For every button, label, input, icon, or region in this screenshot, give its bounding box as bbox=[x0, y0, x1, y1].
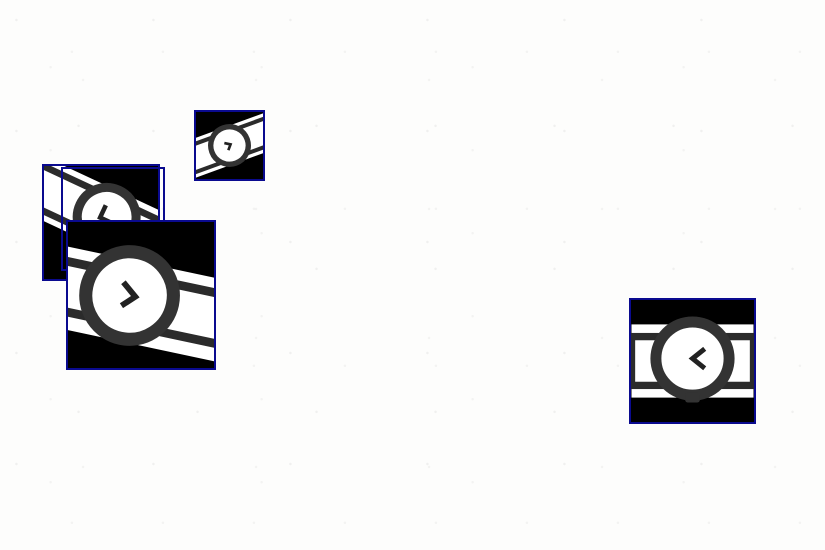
watch-icon bbox=[68, 222, 214, 368]
watch-box-5[interactable] bbox=[629, 298, 756, 424]
watch-box-1[interactable] bbox=[194, 110, 265, 181]
watch-icon bbox=[631, 300, 754, 422]
watch-box-4[interactable] bbox=[66, 220, 216, 370]
watch-icon bbox=[196, 112, 263, 179]
